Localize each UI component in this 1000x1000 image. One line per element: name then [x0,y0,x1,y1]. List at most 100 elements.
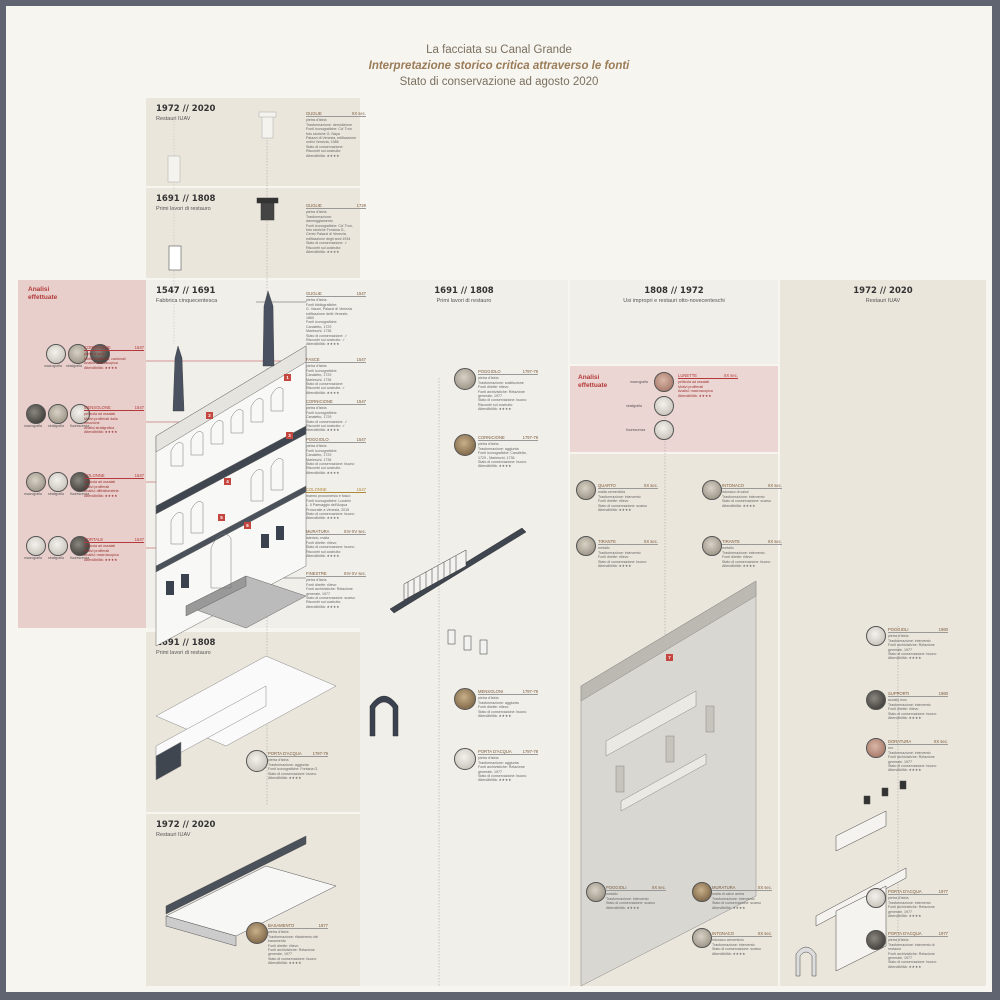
note-date: 1547 [356,399,366,404]
note-line: pellicola ad ossalati [84,544,116,549]
note-element-name: PORTA D'ACQUA [478,749,512,754]
note-line: Stato di conservazione: buono [722,559,771,564]
note-element-name: CORNICIONE [478,435,505,440]
quarto-detail-photo [576,480,596,500]
note-element-name: MURATURA [306,529,330,534]
note-element-name: CORNICIONE [84,345,111,350]
note-element-name: POGGIOLI [888,627,909,632]
basamento-detail-photo [246,922,268,944]
note-line: Stato di conservazione: ✓ [306,241,348,246]
note-line: pietra d'Istria [306,444,327,449]
note-line: Trasformazione: aggiunta [478,700,519,705]
note-line: Trasformazione: sostituzione [478,380,524,385]
note-line: Stato di conservazione: buono [478,398,527,403]
note-line: foto storiche G. Naya [306,131,340,136]
note-line: Marieschi, 1736 [306,329,332,334]
note-line: Analisi: macroscopica [84,553,119,558]
panel-year: 1691 // 1808 [434,286,494,296]
note-line: Trasformazione: intervento [722,494,765,499]
panel-subtitle: Primi lavori di restauro [156,206,211,212]
note-line: Stato di conservazione: buono [306,512,355,517]
note-date: 1797-79 [522,749,538,754]
note-element-name: DORATURA [888,739,912,744]
analisi-label: Analisi effettuate [578,374,608,389]
tirante-detail-photo [576,536,596,556]
note-line: pellicola ad ossalati [84,480,116,485]
note-line: Attendibilità: ★★★★ [268,961,302,966]
marker-badge: 5 [218,514,225,521]
note-date: 1977 [938,889,948,894]
note-line: Stato di conservazione: buono [888,711,937,716]
note-date: XX sec. [651,885,666,890]
note-line: 1860 [306,316,314,321]
note-date: 1547 [134,537,144,542]
note-line: Trasformazione: intervento [598,550,641,555]
note-line: Stato di conservazione: scarso [306,596,355,601]
note-header: CORNICIONE 1797-79 [478,435,538,442]
note-line: Fonti dirette: rilievo [306,582,337,587]
note-line: pietra d'Istria [268,930,289,935]
xrf-sample-photo [70,536,90,556]
note-element-name: GUGLIE [306,291,322,296]
note-line: Fonti archivistiche: Relazione generale,… [478,765,525,774]
note-header: GUGLIE 1547 [306,291,366,298]
note-date: XX sec. [767,539,782,544]
note-line: Fonti iconografiche: Cà' Tron [306,127,352,132]
note-line: generale, 1977 [306,591,330,596]
note-line: Fonti iconografiche: Lucarini [306,498,351,503]
mensolone-detail-photo [454,688,476,710]
note-date: 1547 [356,291,366,296]
note-line: generale, 1977 [478,394,502,399]
note-line: pietra d'Istria [306,364,327,369]
sheet-title: La facciata su Canal Grande Interpretazi… [6,42,992,90]
porta-acqua-detail-photo [454,748,476,770]
note-line: ordini Venezia, 1986 [306,140,339,145]
note-element-name: GUGLIE [306,111,322,116]
note-line: Trasformazione: demolizione [306,122,353,127]
note-date: 1797-79 [522,435,538,440]
note-line: acciaio inox [888,698,907,703]
muratura-detail-photo [692,882,712,902]
note-line: Fonti dirette: rilievo [268,943,299,948]
note-line: Trasformazione: aggiunta [268,762,309,767]
note-line: 1729 - Marieschi, 1736 [478,455,515,460]
note-line: metallo [598,546,610,551]
stratigraphy-sample-photo [654,396,674,416]
panel-year: 1808 // 1972 [644,286,704,296]
note-line: pietra d'Istria [306,406,327,411]
note-element-name: CORNICIONE [306,399,333,404]
note-line: Procuratie a Venezia, 2015 [306,507,350,512]
note-element-name: PORTA D'ACQUA [888,889,922,894]
marker-badge: 1 [284,374,291,381]
note-line: Fonti iconografiche: Cà' Tron, [306,223,353,228]
note-line: Attendibilità: ★★★★ [306,390,340,395]
note-line: Fonti archivistiche: Relazione [306,587,353,592]
panel-subtitle: Usi impropri e restauri otto-novecentesc… [623,298,725,304]
caption: macrografia [630,380,648,384]
note-date: 1980 [938,627,948,632]
note-line: Trasformazione: intervento [888,750,931,755]
caption: stratigrafia [48,556,64,560]
note-line: Attendibilità: ★★★★ [888,656,922,661]
note-line: Trasformazione: rifacimento del basament… [268,934,319,944]
note-line: Stato di conservazione: buono [598,559,647,564]
note-line: pietra d'Istria [306,118,327,123]
